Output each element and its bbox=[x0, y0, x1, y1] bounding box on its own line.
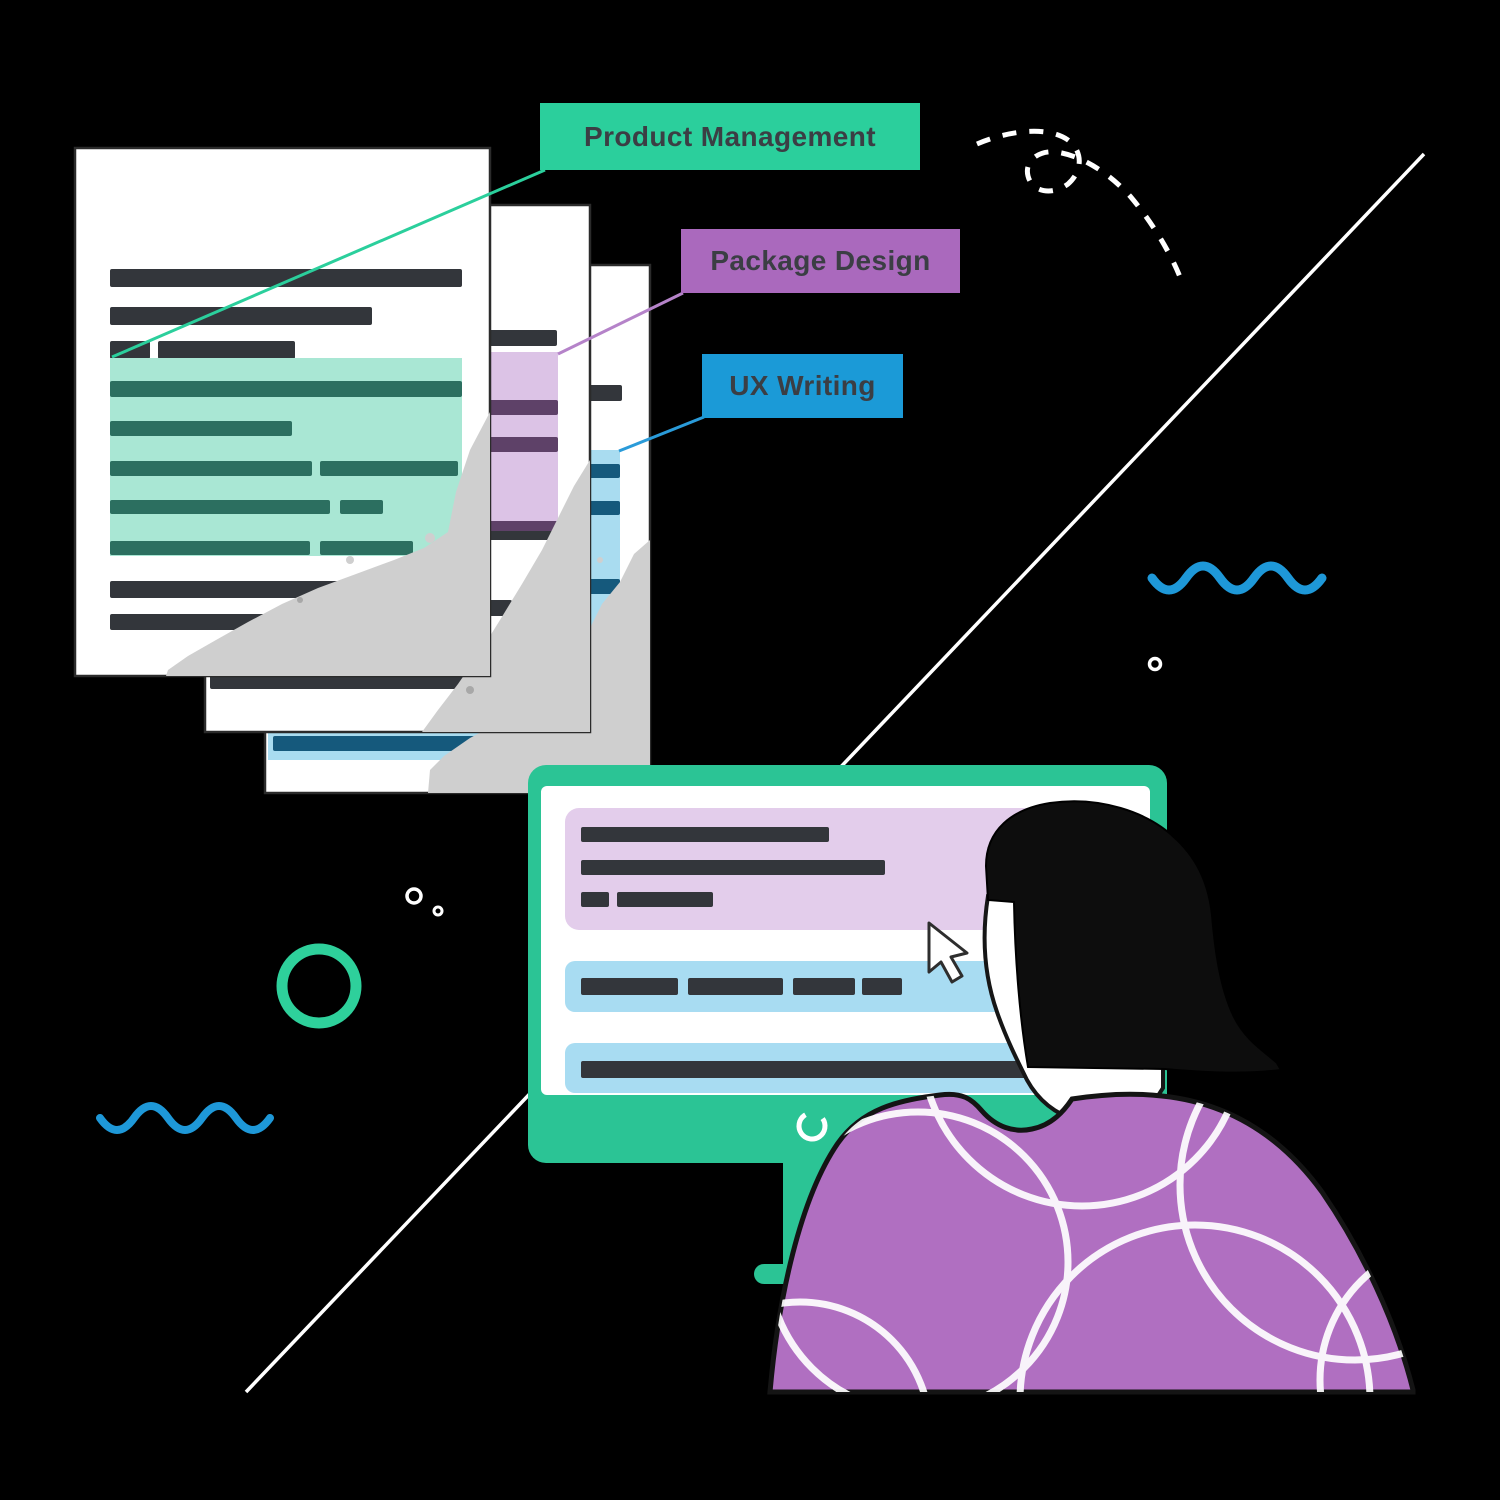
dashed-loop-line bbox=[976, 128, 1183, 278]
person-shirt bbox=[767, 1091, 1416, 1395]
monitor-chin-ring-icon bbox=[796, 1110, 828, 1142]
text-line-bar bbox=[110, 381, 462, 397]
text-line-bar bbox=[210, 675, 520, 689]
leader-line-product-management bbox=[111, 168, 546, 359]
text-line-bar bbox=[862, 978, 902, 995]
text-line-bar bbox=[340, 500, 383, 514]
text-line-bar bbox=[110, 269, 462, 287]
text-line-bar bbox=[581, 860, 885, 875]
text-line-bar bbox=[158, 341, 295, 359]
gray-spray-texture bbox=[428, 540, 650, 793]
text-line-bar bbox=[320, 461, 458, 476]
circle-outline-icon bbox=[276, 943, 362, 1029]
text-line-bar bbox=[110, 307, 372, 325]
text-line-bar bbox=[320, 541, 413, 555]
dot-icon bbox=[1147, 656, 1163, 672]
text-line-bar bbox=[110, 461, 312, 476]
person bbox=[767, 800, 1416, 1395]
text-line-bar bbox=[581, 892, 609, 907]
text-line-bar bbox=[581, 1061, 1040, 1078]
gray-spray-texture bbox=[422, 460, 590, 732]
text-line-bar bbox=[110, 421, 292, 436]
text-line-bar bbox=[793, 978, 855, 995]
dot-icon bbox=[432, 905, 444, 917]
leader-line-package-design bbox=[557, 291, 684, 356]
text-line-bar bbox=[110, 541, 310, 555]
text-line-bar bbox=[581, 827, 829, 842]
leader-line-ux-writing bbox=[618, 415, 705, 453]
tag-ux-writing: UX Writing bbox=[702, 354, 903, 418]
text-line-bar bbox=[617, 892, 713, 907]
tag-product-management: Product Management bbox=[540, 103, 920, 170]
wave-squiggle-icon bbox=[96, 1102, 274, 1134]
tag-package-design: Package Design bbox=[681, 229, 960, 293]
shirt-pattern bbox=[770, 1094, 1413, 1392]
text-line-bar bbox=[110, 500, 330, 514]
dot-icon bbox=[405, 887, 423, 905]
document-page-front bbox=[73, 146, 492, 678]
gray-spray-texture bbox=[166, 412, 490, 676]
person-hair bbox=[984, 800, 1283, 1074]
text-line-bar bbox=[581, 978, 678, 995]
wave-squiggle-icon bbox=[1147, 561, 1327, 595]
cursor-icon bbox=[927, 921, 969, 984]
text-line-bar bbox=[688, 978, 783, 995]
